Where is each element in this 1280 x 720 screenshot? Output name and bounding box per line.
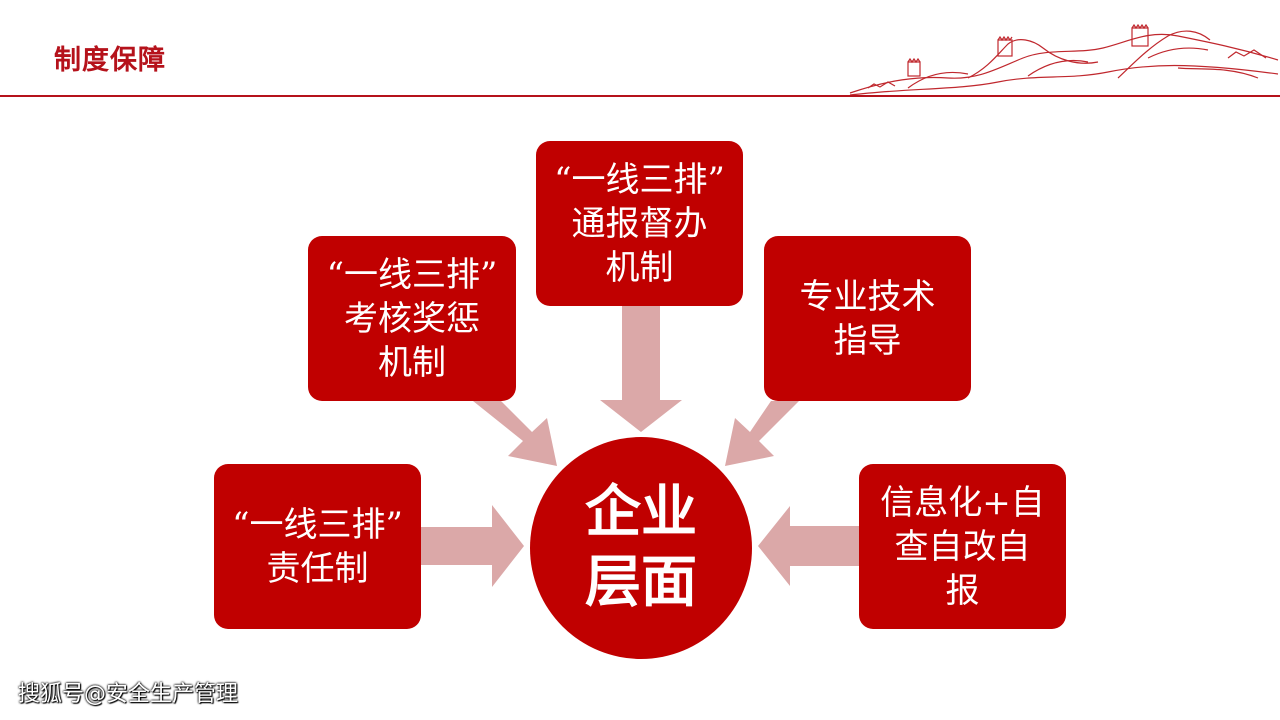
node-text: “一线三排” [554, 159, 725, 200]
center-node: 企业 层面 [530, 437, 752, 659]
node-text: 考核奖惩 [343, 298, 480, 339]
great-wall-icon [849, 23, 1279, 96]
center-text: 企业 [585, 480, 697, 545]
arrow-from-notification [600, 306, 682, 432]
node-text: 通报督办 [571, 203, 708, 244]
node-text: 专业技术 [799, 276, 936, 317]
node-text: 查自改自 [894, 526, 1031, 567]
node-notification: “一线三排” 通报督办 机制 [536, 141, 743, 306]
node-text: 机制 [605, 247, 674, 288]
node-informatization: 信息化+自 查自改自 报 [859, 464, 1066, 629]
arrow-from-guidance [725, 401, 799, 466]
arrow-from-informatization [758, 506, 860, 586]
arrow-from-responsibility [420, 505, 524, 587]
node-text: 机制 [377, 342, 446, 383]
center-text: 层面 [585, 550, 697, 615]
page-title: 制度保障 [54, 45, 166, 76]
watermark: 搜狐号@安全生产管理 [18, 682, 239, 707]
node-responsibility: “一线三排” 责任制 [214, 464, 421, 629]
node-text: 责任制 [266, 548, 369, 589]
header-divider [0, 95, 1280, 97]
node-text: 信息化+自 [880, 482, 1045, 523]
node-guidance: 专业技术 指导 [764, 236, 971, 401]
node-text: “一线三排” [232, 504, 403, 545]
node-assessment: “一线三排” 考核奖惩 机制 [308, 236, 516, 401]
node-text: 报 [945, 570, 980, 611]
arrow-from-assessment [473, 401, 557, 466]
node-text: “一线三排” [326, 254, 498, 295]
node-text: 指导 [833, 320, 902, 361]
